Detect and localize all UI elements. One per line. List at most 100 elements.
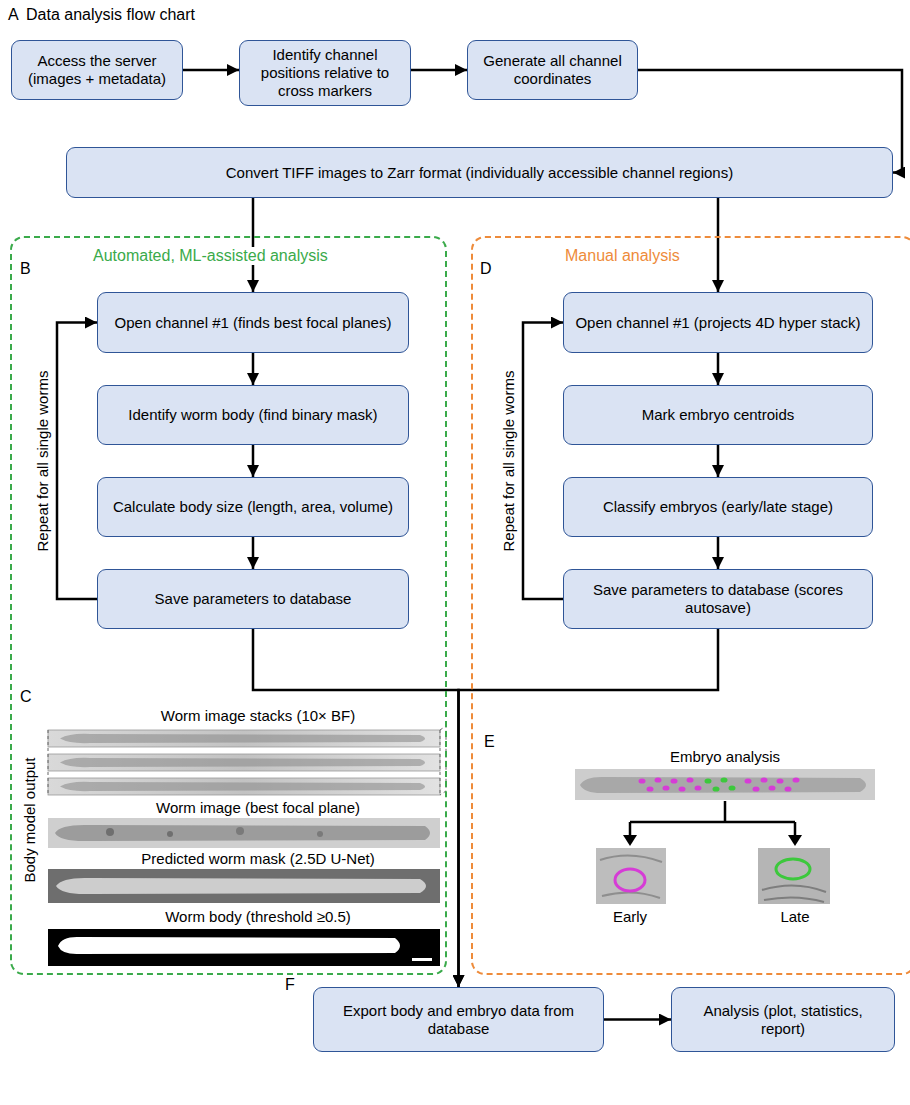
process-box: Classify embryos (early/late stage): [563, 477, 873, 537]
ellipse-shape: [721, 777, 728, 782]
branch-arrows: [623, 801, 802, 846]
circle-shape: [236, 827, 244, 835]
panel-letter: A: [8, 6, 19, 24]
process-box: Generate all channel coordinates: [467, 40, 638, 100]
mask-image: [48, 869, 440, 903]
region-title: Manual analysis: [562, 247, 683, 265]
figure-label: Embryo analysis: [670, 748, 780, 765]
edge-label: Repeat for all single worms: [34, 370, 51, 551]
node-text: Convert TIFF images to Zarr format (indi…: [226, 164, 733, 182]
panel-letter: F: [285, 976, 295, 994]
node-text: Generate all channel coordinates: [477, 52, 628, 88]
panel-letter: B: [20, 260, 31, 278]
connector-arrow: [717, 353, 720, 385]
circle-shape: [317, 831, 323, 837]
connector-arrow: [252, 198, 255, 292]
figure-label: Late: [780, 908, 809, 925]
process-box: Access the server (images + metadata): [11, 40, 183, 100]
figure-label: Early: [613, 908, 647, 925]
path-shape: [630, 801, 795, 836]
path-shape: [762, 885, 826, 902]
path-shape: [580, 777, 866, 793]
ellipse-shape: [687, 777, 694, 782]
ellipse-shape: [761, 777, 768, 782]
connector-arrow: [459, 629, 719, 987]
ellipse-shape: [639, 778, 646, 783]
ellipse-shape: [695, 785, 702, 790]
node-text: Identify channel positions relative to c…: [249, 46, 401, 100]
process-box: Calculate body size (length, area, volum…: [97, 477, 409, 537]
chart-title: Data analysis flow chart: [26, 6, 195, 24]
figure-label: Worm body (threshold ≥0.5): [165, 908, 351, 925]
focal-plane-image: [48, 818, 440, 848]
node-text: Identify worm body (find binary mask): [128, 406, 377, 424]
path-shape: [60, 782, 425, 791]
figure-label: Worm image (best focal plane): [156, 799, 360, 816]
panel-letter: D: [480, 260, 492, 278]
node-text: Calculate body size (length, area, volum…: [113, 498, 393, 516]
rect-shape: [758, 848, 830, 904]
ellipse-shape: [753, 786, 760, 791]
ellipse-shape: [729, 785, 736, 790]
embryo-strip: [575, 769, 875, 800]
image-stack: [48, 726, 446, 795]
analysis-region: Manual analysisOpen channel #1 (projects…: [471, 236, 910, 975]
ellipse-shape: [705, 778, 712, 783]
ellipse-shape: [663, 785, 670, 790]
node-text: Mark embryo centroids: [642, 406, 795, 424]
scale-bar: [412, 958, 432, 961]
polygon-shape: [623, 835, 637, 846]
ellipse-shape: [769, 785, 776, 790]
ellipse-shape: [785, 786, 792, 791]
node-text: Analysis (plot, statistics, report): [681, 1002, 885, 1038]
process-box: Analysis (plot, statistics, report): [671, 987, 895, 1052]
rect-shape: [575, 769, 875, 800]
path-shape: [56, 878, 426, 894]
ellipse-shape: [615, 869, 645, 891]
connector-arrow: [717, 537, 720, 569]
figure-label: Predicted worm mask (2.5D U-Net): [141, 850, 374, 867]
binary-mask-image: [48, 929, 440, 966]
node-text: Open channel #1 (finds best focal planes…: [115, 314, 392, 332]
connector-arrow: [57, 323, 97, 600]
region-title: Automated, ML-assisted analysis: [90, 247, 331, 265]
circle-shape: [167, 831, 173, 837]
node-text: Access the server (images + metadata): [21, 52, 173, 88]
rect-shape: [48, 929, 440, 966]
panel-letter: C: [20, 688, 32, 706]
axis-label: Body model output: [21, 757, 38, 882]
rect-shape: [596, 848, 666, 904]
path-shape: [48, 726, 446, 795]
process-box: Save parameters to database (scores auto…: [563, 569, 873, 629]
ellipse-shape: [745, 778, 752, 783]
g-shape: [639, 777, 800, 791]
ellipse-shape: [647, 786, 654, 791]
figure-label: Worm image stacks (10× BF): [161, 707, 355, 724]
ellipse-shape: [671, 778, 678, 783]
ellipse-shape: [655, 777, 662, 782]
late-embryo-image: [758, 848, 830, 904]
process-box: Save parameters to database: [97, 569, 409, 629]
path-shape: [55, 825, 430, 841]
ellipse-shape: [777, 778, 784, 783]
process-box: Convert TIFF images to Zarr format (indi…: [66, 147, 893, 198]
connector-arrow: [252, 537, 255, 569]
panel-letter: E: [484, 733, 495, 751]
node-text: Save parameters to database: [155, 590, 352, 608]
ellipse-shape: [776, 859, 810, 879]
path-shape: [60, 734, 425, 743]
process-box: Export body and embryo data from databas…: [313, 987, 604, 1052]
ellipse-shape: [793, 777, 800, 782]
node-text: Open channel #1 (projects 4D hyper stack…: [575, 314, 860, 332]
ellipse-shape: [679, 786, 686, 791]
circle-shape: [106, 828, 114, 836]
connector-arrow: [717, 198, 720, 292]
path-shape: [58, 937, 400, 954]
node-text: Classify embryos (early/late stage): [603, 498, 833, 516]
rect-shape: [48, 754, 440, 771]
rect-shape: [48, 818, 440, 848]
early-embryo-image: [596, 848, 666, 904]
node-text: Save parameters to database (scores auto…: [573, 581, 863, 617]
connector-arrow: [604, 1018, 671, 1021]
